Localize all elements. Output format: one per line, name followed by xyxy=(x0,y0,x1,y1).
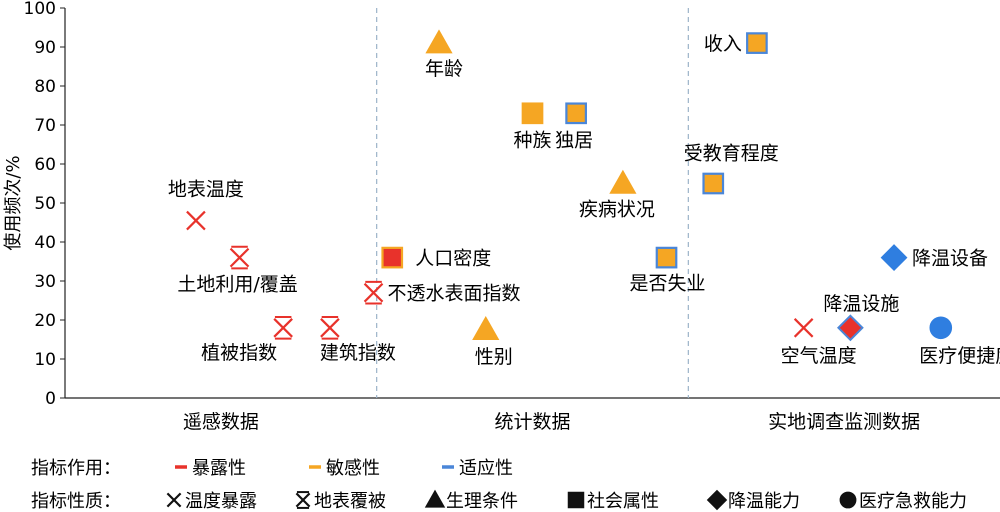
data-point-1 xyxy=(229,245,250,270)
legend-role-label: 暴露性 xyxy=(192,458,246,479)
data-label: 年龄 xyxy=(425,58,463,80)
data-point-17 xyxy=(929,316,953,340)
legend-nature-label: 社会属性 xyxy=(587,491,659,512)
legend-nature-marker xyxy=(295,491,311,509)
data-point-9 xyxy=(565,102,587,125)
y-tick-label: 30 xyxy=(34,272,56,292)
data-point-10 xyxy=(609,169,637,194)
data-label: 土地利用/覆盖 xyxy=(177,274,297,296)
data-label: 降温设施 xyxy=(823,293,899,315)
data-label: 建筑指数 xyxy=(320,342,396,364)
y-tick-label: 10 xyxy=(34,350,56,370)
y-tick-label: 50 xyxy=(34,194,56,214)
legend-nature-label: 温度暴露 xyxy=(185,491,257,512)
data-point-6 xyxy=(425,29,453,54)
y-tick-label: 60 xyxy=(34,155,56,175)
data-label: 不透水表面指数 xyxy=(388,283,521,305)
data-point-3 xyxy=(320,316,340,340)
legend-nature-marker xyxy=(567,491,585,509)
data-point-7 xyxy=(472,315,500,340)
x-category-label: 实地调查监测数据 xyxy=(768,411,920,433)
data-label: 是否失业 xyxy=(630,273,706,295)
data-label: 疾病状况 xyxy=(579,199,655,221)
y-tick-label: 20 xyxy=(34,311,56,331)
data-label: 人口密度 xyxy=(415,248,491,270)
y-axis-title: 使用频次/% xyxy=(3,155,24,250)
x-category-label: 遥感数据 xyxy=(183,411,259,433)
legend-nature-label: 医疗急救能力 xyxy=(859,491,967,512)
data-point-8 xyxy=(521,102,544,125)
legend-nature-title: 指标性质： xyxy=(31,491,121,512)
legend-nature-marker xyxy=(424,489,446,508)
y-tick-label: 40 xyxy=(34,233,56,253)
data-point-2 xyxy=(273,316,293,340)
data-label: 受教育程度 xyxy=(684,143,779,165)
y-tick-label: 90 xyxy=(34,38,56,58)
data-point-0 xyxy=(186,210,206,231)
data-point-13 xyxy=(746,32,768,54)
data-point-4 xyxy=(363,280,384,305)
data-point-5 xyxy=(381,246,404,269)
legend-role-label: 适应性 xyxy=(459,458,513,479)
legend-nature-marker xyxy=(706,489,728,511)
data-label: 空气温度 xyxy=(781,345,857,367)
data-label: 地表温度 xyxy=(168,179,244,201)
data-label: 性别 xyxy=(475,346,513,368)
y-tick-label: 80 xyxy=(34,77,56,97)
data-label: 植被指数 xyxy=(201,342,277,364)
legend-role-label: 敏感性 xyxy=(326,458,380,479)
data-label: 降温设备 xyxy=(912,248,988,270)
data-label: 收入 xyxy=(704,33,742,55)
legend-nature-marker xyxy=(839,491,857,509)
data-point-16 xyxy=(880,244,908,272)
data-label: 独居 xyxy=(555,129,593,151)
data-point-11 xyxy=(655,246,678,269)
legend-nature-label: 地表覆被 xyxy=(314,491,386,512)
data-label: 种族 xyxy=(513,129,551,151)
y-tick-label: 70 xyxy=(34,116,56,136)
legend-nature-label: 生理条件 xyxy=(446,491,518,512)
data-point-15 xyxy=(836,314,864,342)
data-point-12 xyxy=(702,172,725,195)
legend-role-title: 指标作用： xyxy=(31,458,121,479)
data-label: 医疗便捷度 xyxy=(919,345,1000,367)
legend-nature-label: 降温能力 xyxy=(728,491,800,512)
legend-nature-marker xyxy=(166,492,182,508)
x-category-label: 统计数据 xyxy=(494,411,570,433)
data-point-14 xyxy=(793,318,814,338)
y-tick-label: 0 xyxy=(45,389,56,409)
y-tick-label: 100 xyxy=(24,0,56,19)
